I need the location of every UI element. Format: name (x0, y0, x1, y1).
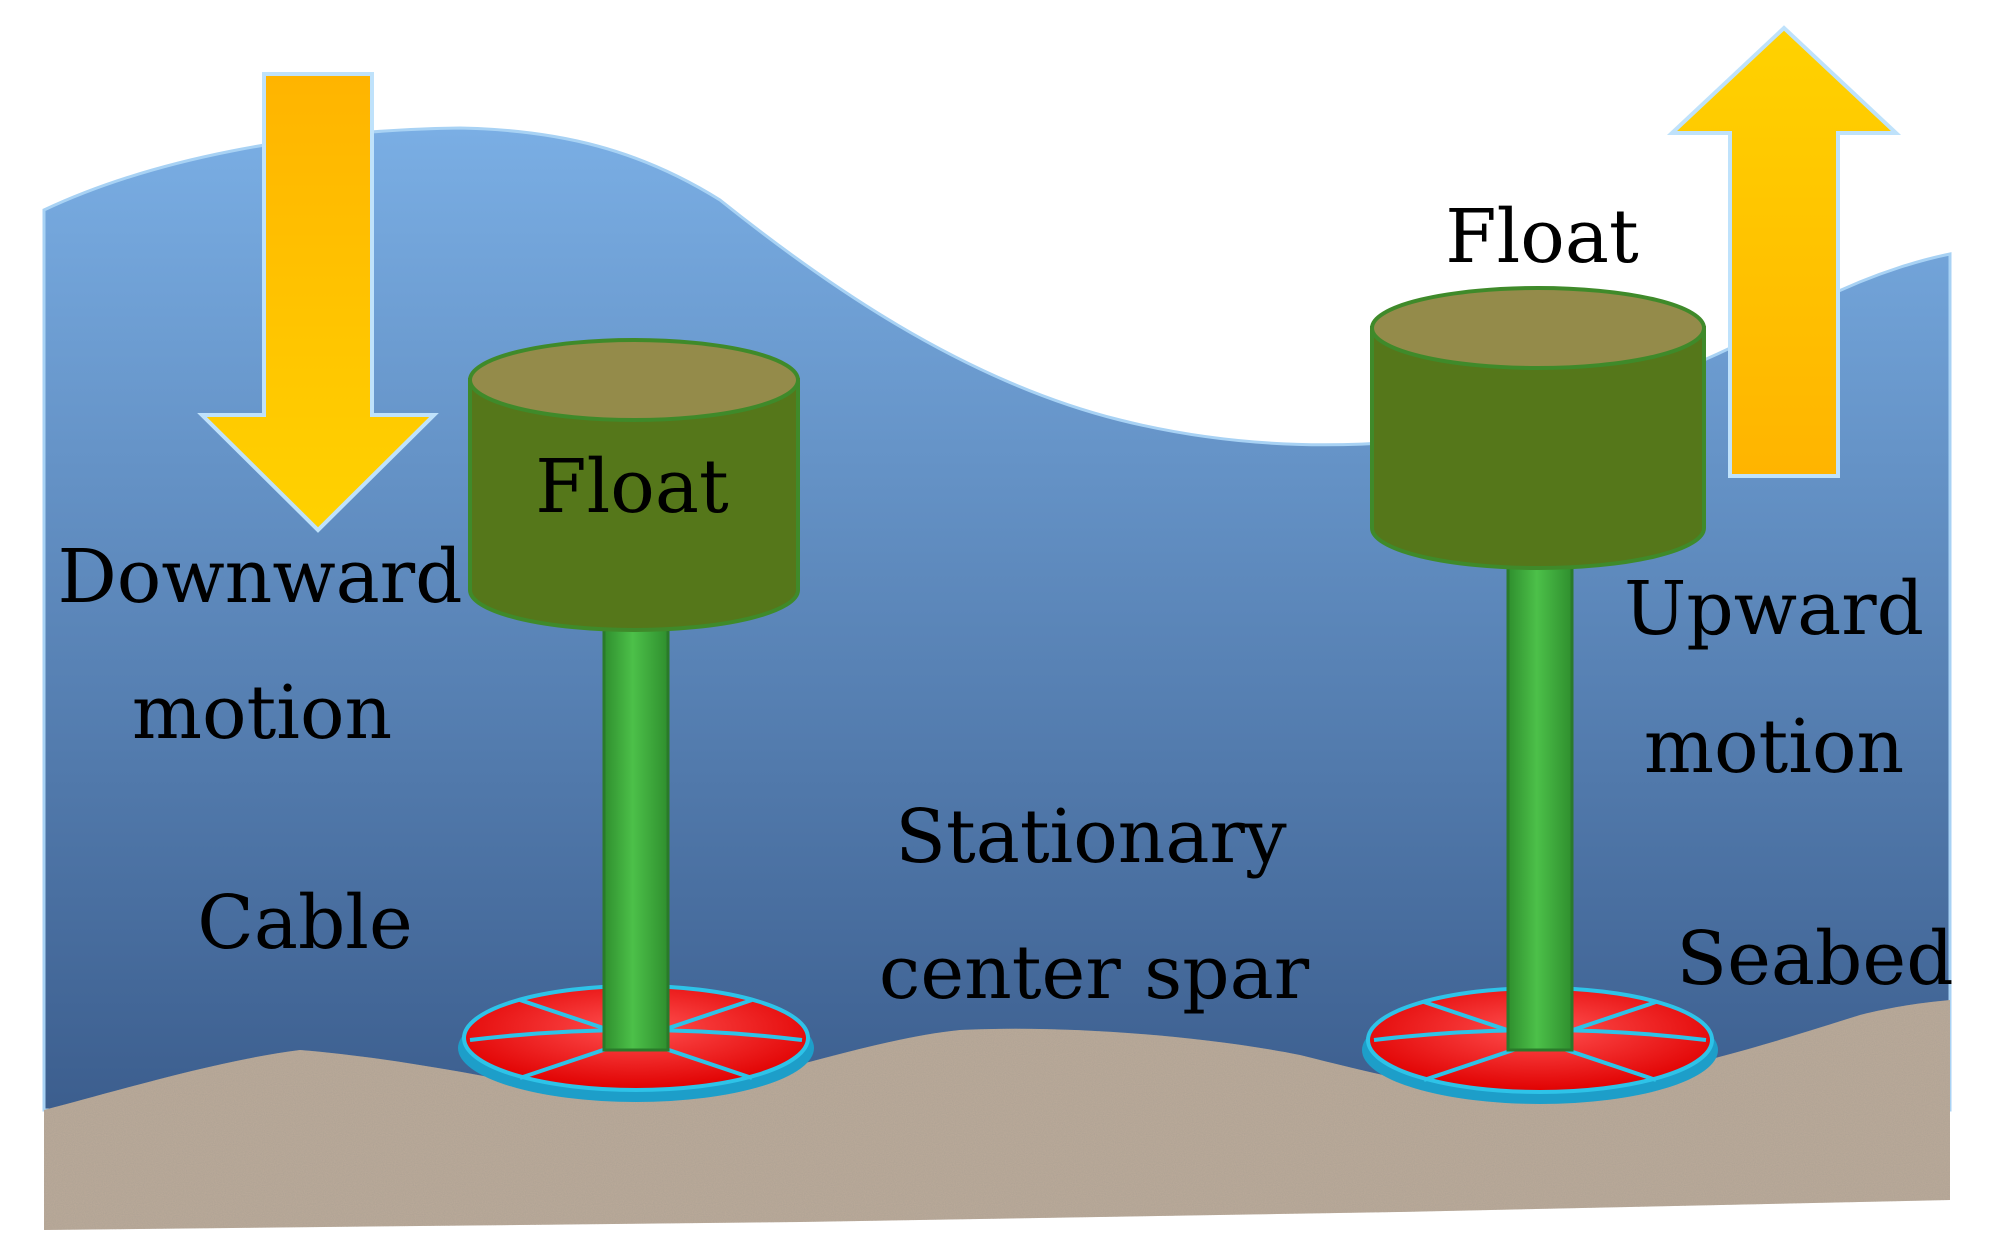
cable-label: Cable (197, 880, 413, 966)
downward-motion-label-line1: Downward (57, 534, 462, 620)
left-spar (602, 618, 670, 1052)
left-buoy (458, 338, 814, 1102)
seabed-label: Seabed (1676, 916, 1953, 1002)
downward-arrow-icon (197, 72, 439, 533)
left-float (468, 338, 800, 632)
float-label-right: Float (1445, 194, 1639, 280)
right-spar (1506, 558, 1574, 1052)
upward-arrow-icon (1666, 25, 1902, 478)
float-label-left: Float (535, 444, 729, 530)
right-float (1370, 286, 1706, 570)
right-buoy (1362, 286, 1718, 1104)
upward-motion-label-line1: Upward (1624, 566, 1924, 652)
stationary-spar-label-line1: Stationary (895, 794, 1287, 880)
seabed-ground (44, 1000, 1950, 1230)
stationary-spar-label-line2: center spar (879, 930, 1310, 1016)
downward-motion-label-line2: motion (132, 670, 392, 756)
upward-motion-label-line2: motion (1644, 704, 1904, 790)
